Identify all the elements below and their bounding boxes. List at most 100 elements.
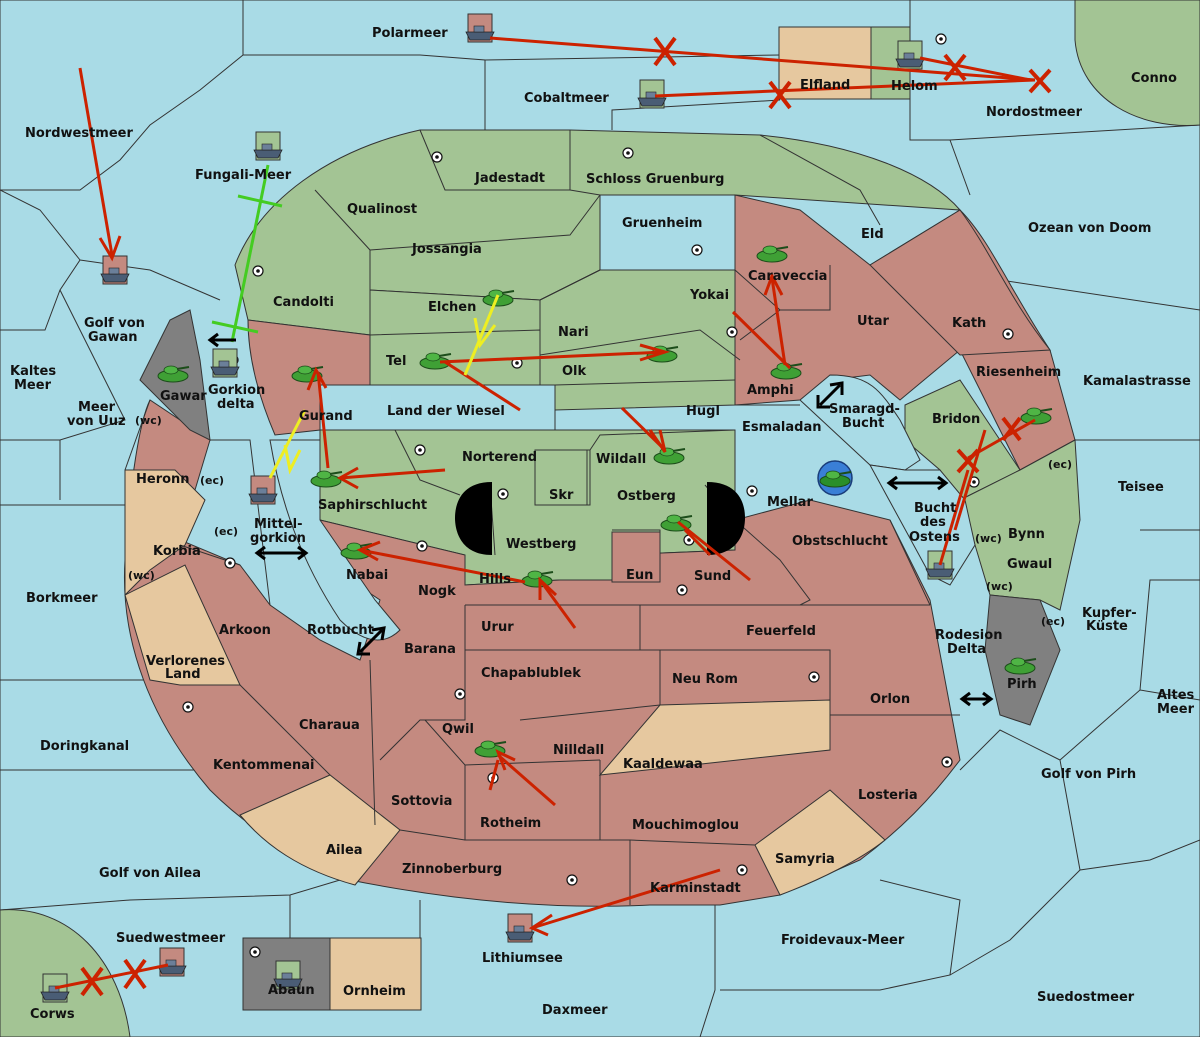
army-unit-sund[interactable] (660, 514, 693, 532)
label-conno: Conno (1131, 71, 1177, 86)
label-mittelgorkion-2: gorkion (250, 531, 306, 546)
ship-icon (505, 931, 535, 941)
label-rodesion-delta-2: Delta (947, 642, 986, 657)
label-eld: Eld (861, 227, 884, 242)
province-ornheim[interactable] (329, 937, 422, 1011)
ship-icon (925, 568, 955, 578)
province-borders (124, 129, 960, 905)
supply-center-dot (420, 544, 424, 548)
label-schloss-gruenburg: Schloss Gruenburg (586, 172, 724, 187)
supply-center-dot (687, 538, 691, 542)
label-barana: Barana (404, 642, 456, 657)
province-verlorenes-land[interactable] (124, 564, 241, 686)
fleet-unit-suedwestmeer[interactable] (157, 947, 187, 977)
province-conno[interactable] (1074, 0, 1200, 127)
label-nilldall: Nilldall (553, 743, 604, 758)
label-bynn: Bynn (1008, 527, 1045, 542)
supply-center-dot (812, 675, 816, 679)
label-gorkion-delta-1: Gorkion (208, 383, 265, 398)
fleet-unit-lithiumsee[interactable] (505, 913, 535, 943)
army-unit-tel[interactable] (419, 352, 452, 370)
fleet-unit-mittelgorkion[interactable] (248, 475, 278, 505)
fleet-unit-golf-von-gawan[interactable] (100, 255, 130, 285)
label-neu-rom: Neu Rom (672, 672, 738, 687)
province-eun[interactable] (611, 531, 661, 583)
tunnel-west (455, 482, 492, 555)
label-kaltes-meer-1: Kaltes (10, 364, 56, 379)
label-rotbucht: Rotbucht (307, 623, 374, 638)
supply-center-dot (228, 561, 232, 565)
label-jadestadt: Jadestadt (474, 171, 545, 186)
label-altes-meer-2: Meer (1157, 702, 1195, 717)
label-eun: Eun (626, 568, 653, 583)
army-unit-qwil[interactable] (474, 740, 507, 758)
label-golf-von-ailea: Golf von Ailea (99, 866, 201, 881)
label-utar: Utar (857, 314, 890, 329)
army-unit-saphirschlucht[interactable] (310, 470, 343, 488)
label-pirh: Pirh (1007, 677, 1037, 692)
supply-center-dot (186, 705, 190, 709)
label-gurand: Gurand (299, 409, 353, 424)
supply-center-dot (680, 588, 684, 592)
label-karminstadt: Karminstadt (650, 881, 741, 896)
label-elchen: Elchen (428, 300, 476, 315)
sea-mittelgorkion[interactable] (269, 439, 401, 641)
label-kentommenai: Kentommenai (213, 758, 314, 773)
units[interactable] (40, 13, 1053, 1003)
army-unit-riesenheim[interactable] (1020, 407, 1053, 425)
fleet-unit-fungali-meer[interactable] (253, 131, 283, 161)
label-elfland: Elfland (800, 78, 850, 93)
label-corws: Corws (30, 1007, 75, 1022)
label-verlorenes-land-2: Land (165, 667, 201, 682)
connection-arrows (207, 332, 994, 707)
label-esmaladan: Esmaladan (742, 420, 822, 435)
label-riesenheim: Riesenheim (976, 365, 1061, 380)
label-yokai: Yokai (689, 288, 729, 303)
coast-tag-ec-bynn: (ec) (1048, 458, 1072, 471)
army-unit-caraveccia[interactable] (756, 245, 789, 263)
supply-center-dot (435, 155, 439, 159)
province-skr[interactable] (534, 449, 588, 506)
province-corws[interactable] (0, 909, 131, 1037)
label-candolti: Candolti (273, 295, 334, 310)
army-unit-elchen[interactable] (482, 289, 515, 307)
label-nordwestmeer: Nordwestmeer (25, 126, 133, 141)
label-tel: Tel (386, 354, 406, 369)
fleet-unit-gorkion-delta[interactable] (210, 348, 240, 378)
fleet-unit-abaun[interactable] (273, 960, 303, 990)
coast-tag-wc-bynn: (wc) (975, 532, 1002, 545)
army-unit-pirh[interactable] (1004, 657, 1037, 675)
fleet-unit-cobaltmeer[interactable] (637, 79, 667, 109)
label-bucht-des-ostens-2: des (920, 515, 946, 530)
fleet-unit-polarmeer[interactable] (465, 13, 495, 43)
army-unit-gurand[interactable] (291, 365, 324, 383)
army-unit-gawar[interactable] (157, 365, 190, 383)
label-nordostmeer: Nordostmeer (986, 105, 1083, 120)
label-chapablublek: Chapablublek (481, 666, 581, 681)
supply-center-dot (256, 269, 260, 273)
supply-center-dot (972, 480, 976, 484)
fleet-unit-bucht-des-ostens[interactable] (925, 550, 955, 580)
province-samyria[interactable] (754, 789, 886, 896)
label-verlorenes-land-1: Verlorenes (146, 654, 225, 669)
coast-tag-wc-korbia: (wc) (128, 569, 155, 582)
label-abaun: Abaun (268, 983, 315, 998)
label-ailea: Ailea (326, 843, 363, 858)
label-altes-meer-1: Altes (1157, 688, 1195, 703)
label-doringkanal: Doringkanal (40, 739, 129, 754)
label-arkoon: Arkoon (219, 623, 271, 638)
label-ornheim: Ornheim (343, 984, 406, 999)
province-ailea[interactable] (239, 774, 401, 886)
fleet-unit-helom[interactable] (895, 40, 925, 70)
army-unit-mellar[interactable] (817, 460, 853, 496)
label-mouchimoglou: Mouchimoglou (632, 818, 739, 833)
sea-smaragd-bucht[interactable] (799, 374, 921, 471)
label-caraveccia: Caraveccia (748, 269, 827, 284)
ship-icon (210, 366, 240, 376)
label-borkmeer: Borkmeer (26, 591, 98, 606)
supply-center-dot (695, 248, 699, 252)
label-olk: Olk (562, 364, 587, 379)
label-qualinost: Qualinost (347, 202, 417, 217)
